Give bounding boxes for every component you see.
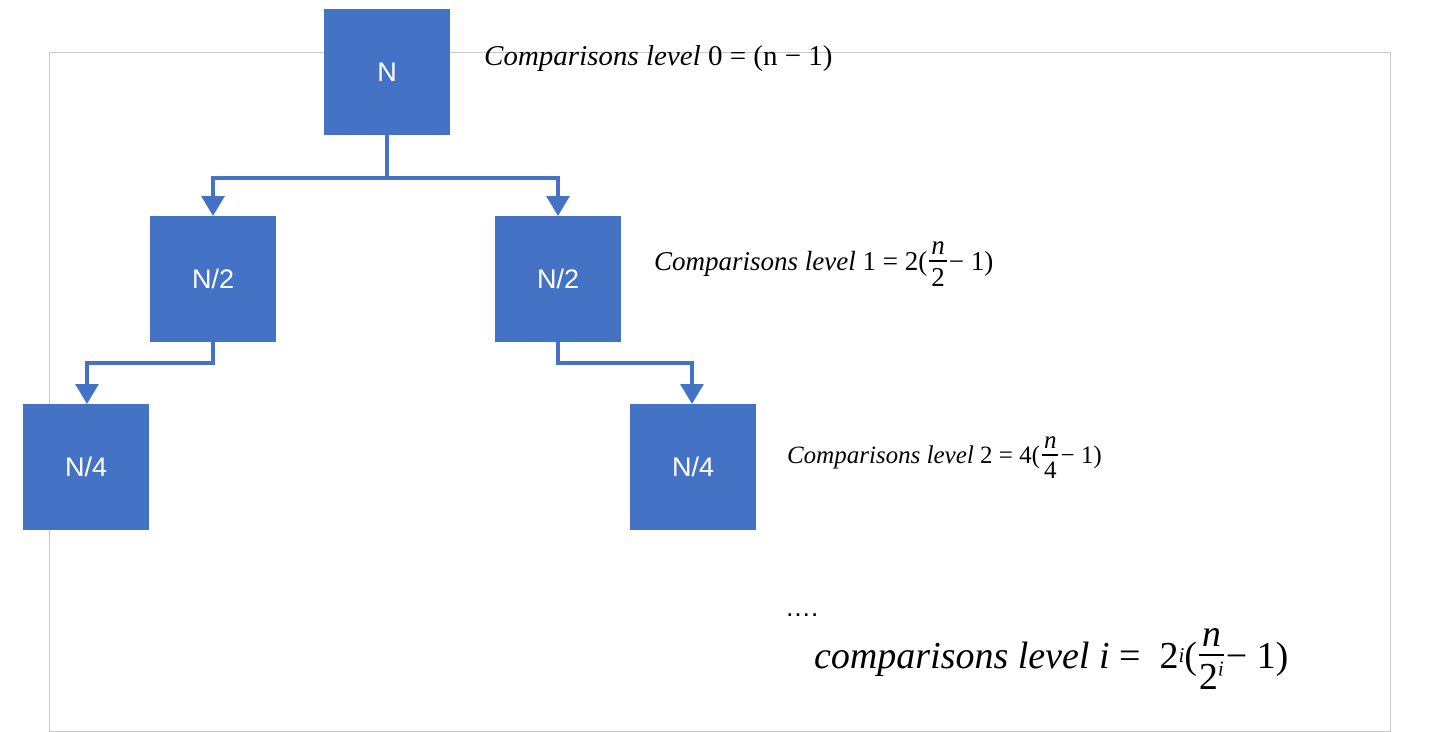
equation-base: 2 [1159,634,1179,677]
fraction-bar [1198,654,1224,656]
fraction-bar [929,260,947,262]
fraction-numerator: n [1043,427,1057,454]
equation-level-2: Comparisons level 2 = 4( n 4 − 1) [787,428,1102,483]
equation-fraction: n 2i [1198,613,1224,696]
equation-rhs: = (n − 1) [729,40,833,72]
node-root: N [324,9,450,135]
fraction-denominator: 4 [1043,457,1057,484]
equation-exponent: i [1178,643,1185,667]
equation-level-number: i [1098,634,1110,677]
ellipsis: …. [785,592,819,622]
fraction-bar [1041,454,1059,456]
equation-level-0: Comparisons level 0 = (n − 1) [484,40,832,73]
equation-eq: = 4( [998,441,1040,469]
equation-label: comparisons level [814,634,1090,677]
node-left-quarter: N/4 [23,404,149,530]
fraction-denominator-base: 2 [1198,656,1218,698]
equation-label: Comparisons level [484,40,701,72]
equation-level-1: Comparisons level 1 = 2( n 2 − 1) [654,232,993,291]
equation-tail: − 1) [1060,441,1102,469]
equation-label: Comparisons level [654,246,856,276]
equation-label: Comparisons level [787,441,974,469]
equation-level-number: 1 [862,246,877,276]
node-left-half: N/2 [150,216,276,342]
equation-fraction: n 2 [929,232,947,291]
fraction-numerator: n [1201,613,1221,655]
equation-eq: = 2( [882,246,928,276]
equation-level-number: 2 [980,441,993,469]
node-right-half: N/2 [495,216,621,342]
fraction-denominator: 2 [931,262,945,292]
equation-eq: = [1119,634,1141,677]
fraction-denominator-exponent: i [1217,656,1224,681]
equation-open-paren: ( [1184,634,1197,677]
fraction-denominator: 2i [1199,656,1224,696]
fraction-numerator: n [931,230,945,260]
equation-level-number: 0 [707,40,723,72]
node-right-quarter: N/4 [630,404,756,530]
equation-tail: − 1) [1225,634,1289,677]
equation-fraction: n 4 [1041,427,1059,484]
equation-tail: − 1) [948,246,994,276]
